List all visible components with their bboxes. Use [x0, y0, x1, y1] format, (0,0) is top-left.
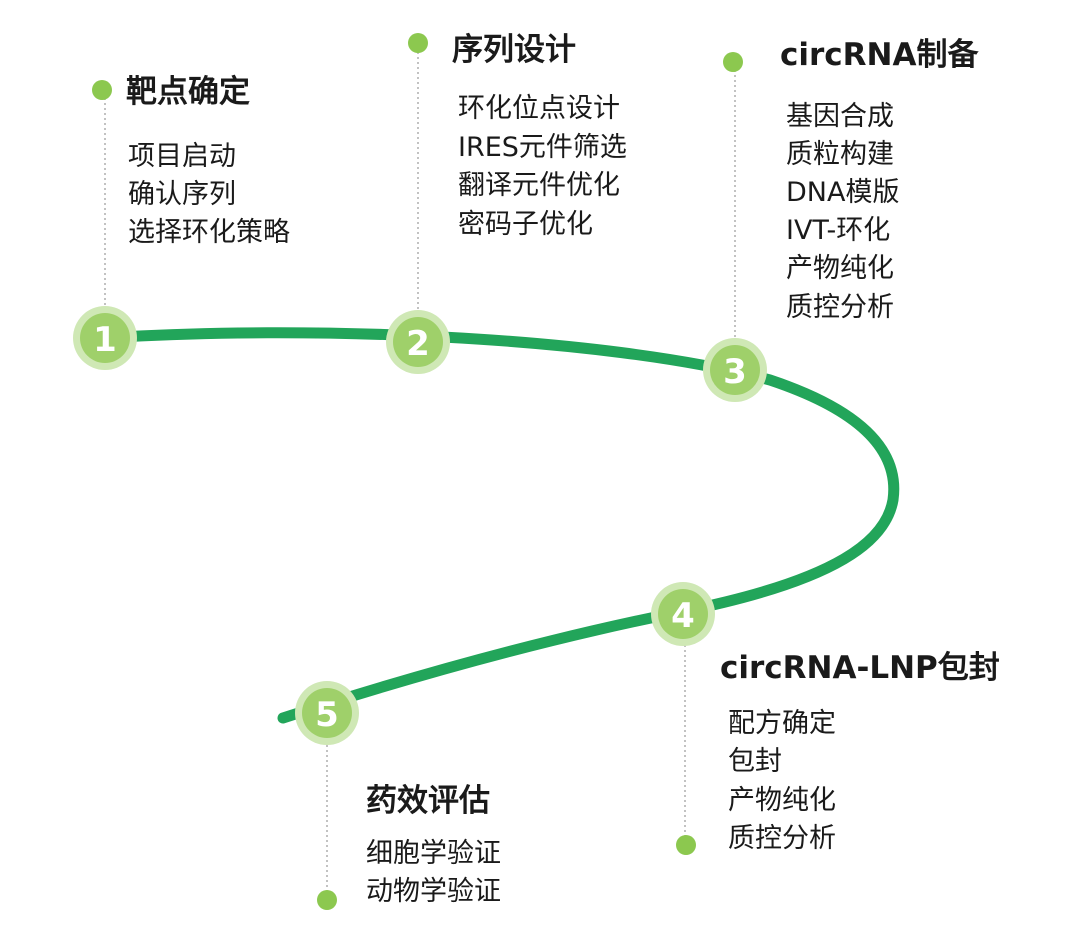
stage-2-item: 密码子优化: [458, 209, 593, 240]
stage-5-title: 药效评估: [366, 783, 490, 819]
stage-1-number: 1: [93, 320, 117, 360]
stage-1-node: [80, 313, 130, 363]
stage-1-item: 选择环化策略: [128, 217, 290, 248]
stage-3-dot: [723, 52, 743, 72]
stage-4-node: [658, 589, 708, 639]
stage-2-title: 序列设计: [452, 32, 576, 68]
stage-3-item: 产物纯化: [786, 253, 894, 284]
stage-4-item: 产物纯化: [728, 785, 836, 816]
stage-2-dot: [408, 33, 428, 53]
stage-2-number: 2: [406, 324, 430, 364]
stage-2: 序列设计 环化位点设计 IRES元件筛选 翻译元件优化 密码子优化 2: [386, 32, 627, 374]
stage-1-dot: [92, 80, 112, 100]
stage-3-item: 基因合成: [786, 101, 894, 132]
stage-3-number: 3: [723, 352, 747, 392]
stage-4-title: circRNA-LNP包封: [720, 650, 1000, 686]
stage-4-item: 包封: [728, 746, 782, 777]
stage-5-number: 5: [315, 695, 339, 735]
stage-5-node: [302, 688, 352, 738]
stage-2-node: [393, 317, 443, 367]
stage-4-number: 4: [671, 596, 695, 636]
stage-5-dot: [317, 890, 337, 910]
stage-1-item: 项目启动: [128, 141, 236, 172]
stage-3: circRNA制备 基因合成 质粒构建 DNA模版 IVT-环化 产物纯化 质控…: [703, 37, 979, 402]
stage-4-item: 配方确定: [728, 708, 836, 739]
stage-4-item: 质控分析: [728, 823, 836, 854]
stage-3-item: DNA模版: [786, 177, 899, 208]
stage-5-item: 细胞学验证: [366, 838, 501, 869]
stage-5: 药效评估 细胞学验证 动物学验证 5: [295, 681, 501, 910]
stage-3-node: [710, 345, 760, 395]
stage-1-item: 确认序列: [128, 179, 236, 210]
stage-1-title: 靶点确定: [126, 74, 250, 110]
stage-1: 靶点确定 项目启动 确认序列 选择环化策略 1: [73, 74, 290, 370]
stage-5-item: 动物学验证: [366, 876, 501, 907]
stage-2-item: IRES元件筛选: [458, 132, 627, 163]
stage-2-item: 环化位点设计: [458, 93, 620, 124]
stage-3-title: circRNA制备: [780, 37, 979, 73]
workflow-path: [99, 327, 900, 724]
stage-2-item: 翻译元件优化: [458, 170, 620, 201]
stage-3-item: IVT-环化: [786, 215, 890, 246]
stage-3-item: 质粒构建: [786, 139, 894, 170]
stage-4-dot: [676, 835, 696, 855]
stage-3-item: 质控分析: [786, 292, 894, 323]
stage-4: circRNA-LNP包封 配方确定 包封 产物纯化 质控分析 4: [651, 582, 1000, 855]
